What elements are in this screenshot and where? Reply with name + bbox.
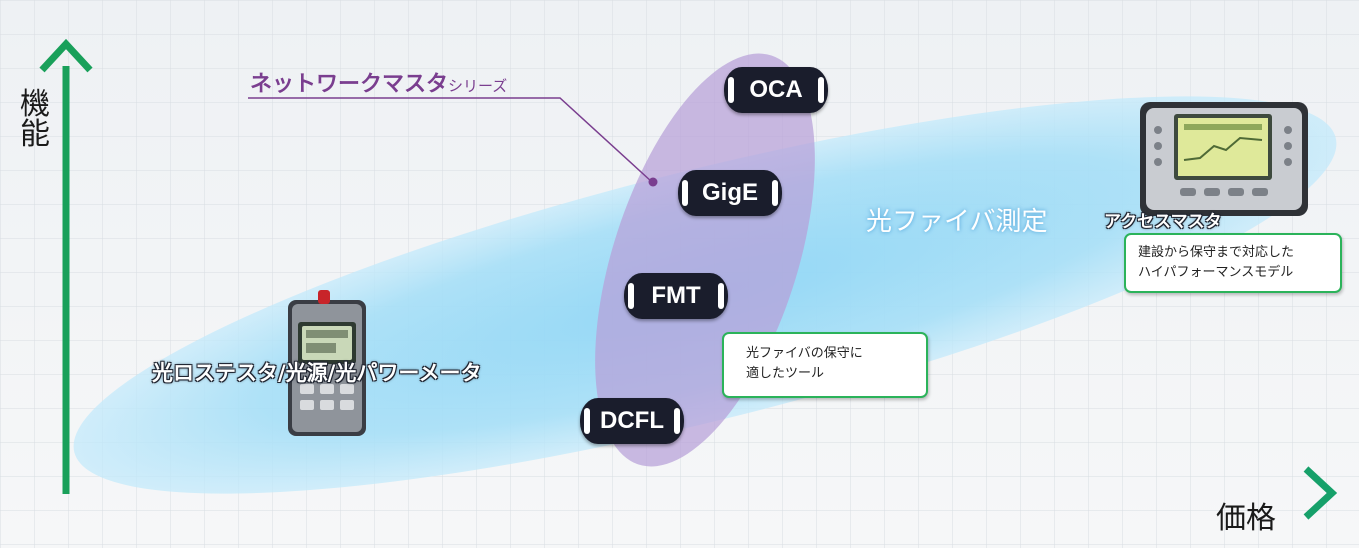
product-chip-oca: OCA [724,67,828,113]
fiber-measurement-label: 光ファイバ測定 [866,207,1048,237]
y-axis-arrow [39,38,93,73]
optical-tester-device-image [288,290,366,436]
y-axis-label: 機能 [20,87,50,152]
series-title-main: ネットワークマスタ [250,72,449,97]
product-chip-dcfl: DCFL [580,398,684,444]
series-title: ネットワークマスタシリーズ [250,66,507,98]
product-chip-fmt: FMT [624,273,728,319]
access-callout-line1: 建設から保守まで対応した [1138,245,1295,260]
access-master-label: アクセスマスタ [1104,212,1222,232]
fiber-callout-line2: 適したツール [746,366,825,381]
series-title-suffix: シリーズ [448,77,508,95]
x-axis-label: 価格 [1216,501,1276,536]
access-callout-line2: ハイパフォーマンスモデル [1138,265,1294,280]
leader-dot [648,177,658,187]
fiber-callout-line1: 光ファイバの保守に [746,346,863,361]
fiber-maintenance-callout: 光ファイバの保守に 適したツール [722,332,928,398]
x-axis-arrow [1303,466,1338,520]
series-leader-line [248,97,653,183]
access-master-callout: 建設から保守まで対応した ハイパフォーマンスモデル [1124,233,1342,293]
access-master-device-image [1140,102,1308,216]
optical-tester-label: 光ロステスタ/光源/光パワーメータ [152,361,482,385]
product-chip-gige: GigE [678,170,782,216]
